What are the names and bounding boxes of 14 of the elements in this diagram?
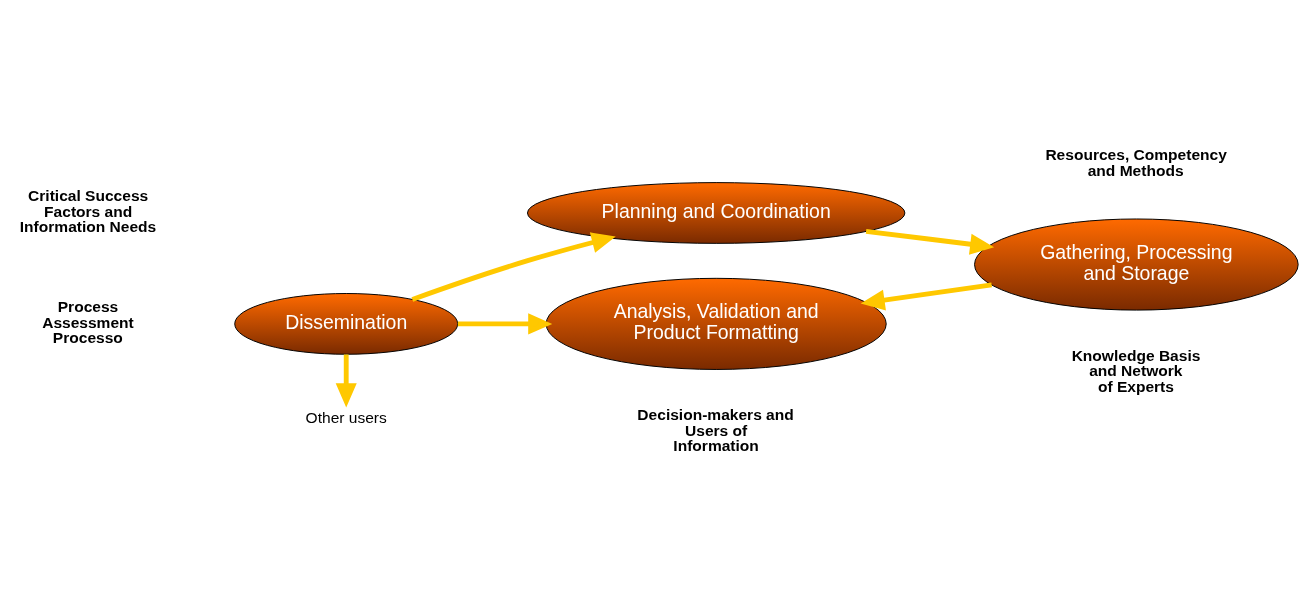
label: Critical Success Factors and Information Needs xyxy=(19,187,157,236)
label: Knowledge Basis and Network of Experts xyxy=(1071,346,1201,395)
arrow xyxy=(860,282,992,311)
node-text: Other users xyxy=(305,408,387,426)
arrow xyxy=(411,232,616,302)
arrow xyxy=(865,228,995,255)
node-ellipse: Dissemination xyxy=(234,293,459,355)
label: Process Assessment Processo xyxy=(42,298,134,347)
arrow xyxy=(335,354,357,408)
node-ellipse: Gathering, Processing and Storage xyxy=(974,218,1299,311)
arrow xyxy=(457,313,553,335)
label: Resources, Competency and Methods xyxy=(1045,146,1227,179)
node-ellipse: Planning and Coordination xyxy=(526,182,906,244)
label: Decision-makers and Users of Information xyxy=(637,406,794,455)
